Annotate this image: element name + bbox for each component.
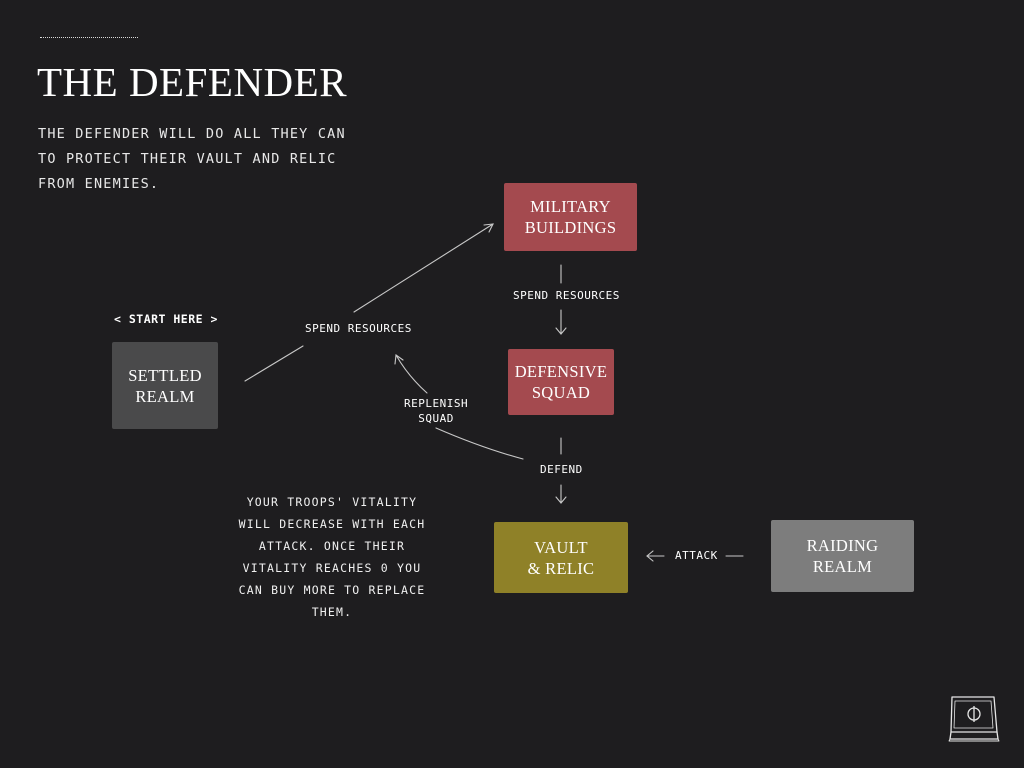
node-vault-relic: VAULT & RELIC xyxy=(494,522,628,593)
edge-label-defend: DEFEND xyxy=(540,463,583,476)
arrowhead-squad xyxy=(555,327,567,335)
arrowhead-vault xyxy=(555,496,567,504)
node-settled-realm: SETTLED REALM xyxy=(112,342,218,429)
arrowhead-attack xyxy=(646,550,654,562)
node-defensive-squad-line2: SQUAD xyxy=(531,383,591,402)
arrowhead-military xyxy=(483,223,494,233)
edge-label-spend-resources-2: SPEND RESOURCES xyxy=(513,289,620,302)
edge-label-spend-resources-1: SPEND RESOURCES xyxy=(305,322,412,335)
title-divider xyxy=(40,37,138,38)
node-settled-realm-line2: REALM xyxy=(135,386,195,406)
edge-label-replenish-line1: REPLENISH xyxy=(404,397,469,410)
edge-settled-to-military-lower xyxy=(244,345,304,382)
node-defensive-squad-line1: DEFENSIVE xyxy=(514,362,608,381)
node-vault-relic-line1: VAULT xyxy=(534,537,588,557)
start-here-label: < START HERE > xyxy=(114,312,218,326)
node-military-buildings-line1: MILITARY xyxy=(530,197,611,216)
page-title: THE DEFENDER xyxy=(37,59,348,105)
node-military-buildings: MILITARY BUILDINGS xyxy=(504,183,637,251)
node-raiding-realm: RAIDING REALM xyxy=(771,520,914,592)
edge-settled-to-military-upper xyxy=(353,223,494,313)
book-icon[interactable] xyxy=(944,692,1002,744)
node-raiding-realm-line2: REALM xyxy=(812,557,873,576)
edge-label-attack: ATTACK xyxy=(675,549,718,562)
edge-label-replenish-squad: REPLENISH SQUAD xyxy=(404,396,468,426)
edge-label-replenish-line2: SQUAD xyxy=(418,412,454,425)
node-defensive-squad: DEFENSIVE SQUAD xyxy=(508,349,614,415)
edge-replenish-lower xyxy=(435,427,524,460)
arrowhead-replenish xyxy=(394,354,404,365)
intro-text: THE DEFENDER WILL DO ALL THEY CAN TO PRO… xyxy=(38,126,346,192)
node-raiding-realm-line1: RAIDING xyxy=(806,536,879,555)
node-military-buildings-line2: BUILDINGS xyxy=(524,218,617,237)
edge-replenish-upper xyxy=(395,354,428,394)
node-settled-realm-line1: SETTLED xyxy=(128,365,202,385)
node-vault-relic-line2: & RELIC xyxy=(527,558,595,578)
vitality-note: YOUR TROOPS' VITALITY WILL DECREASE WITH… xyxy=(238,495,426,619)
